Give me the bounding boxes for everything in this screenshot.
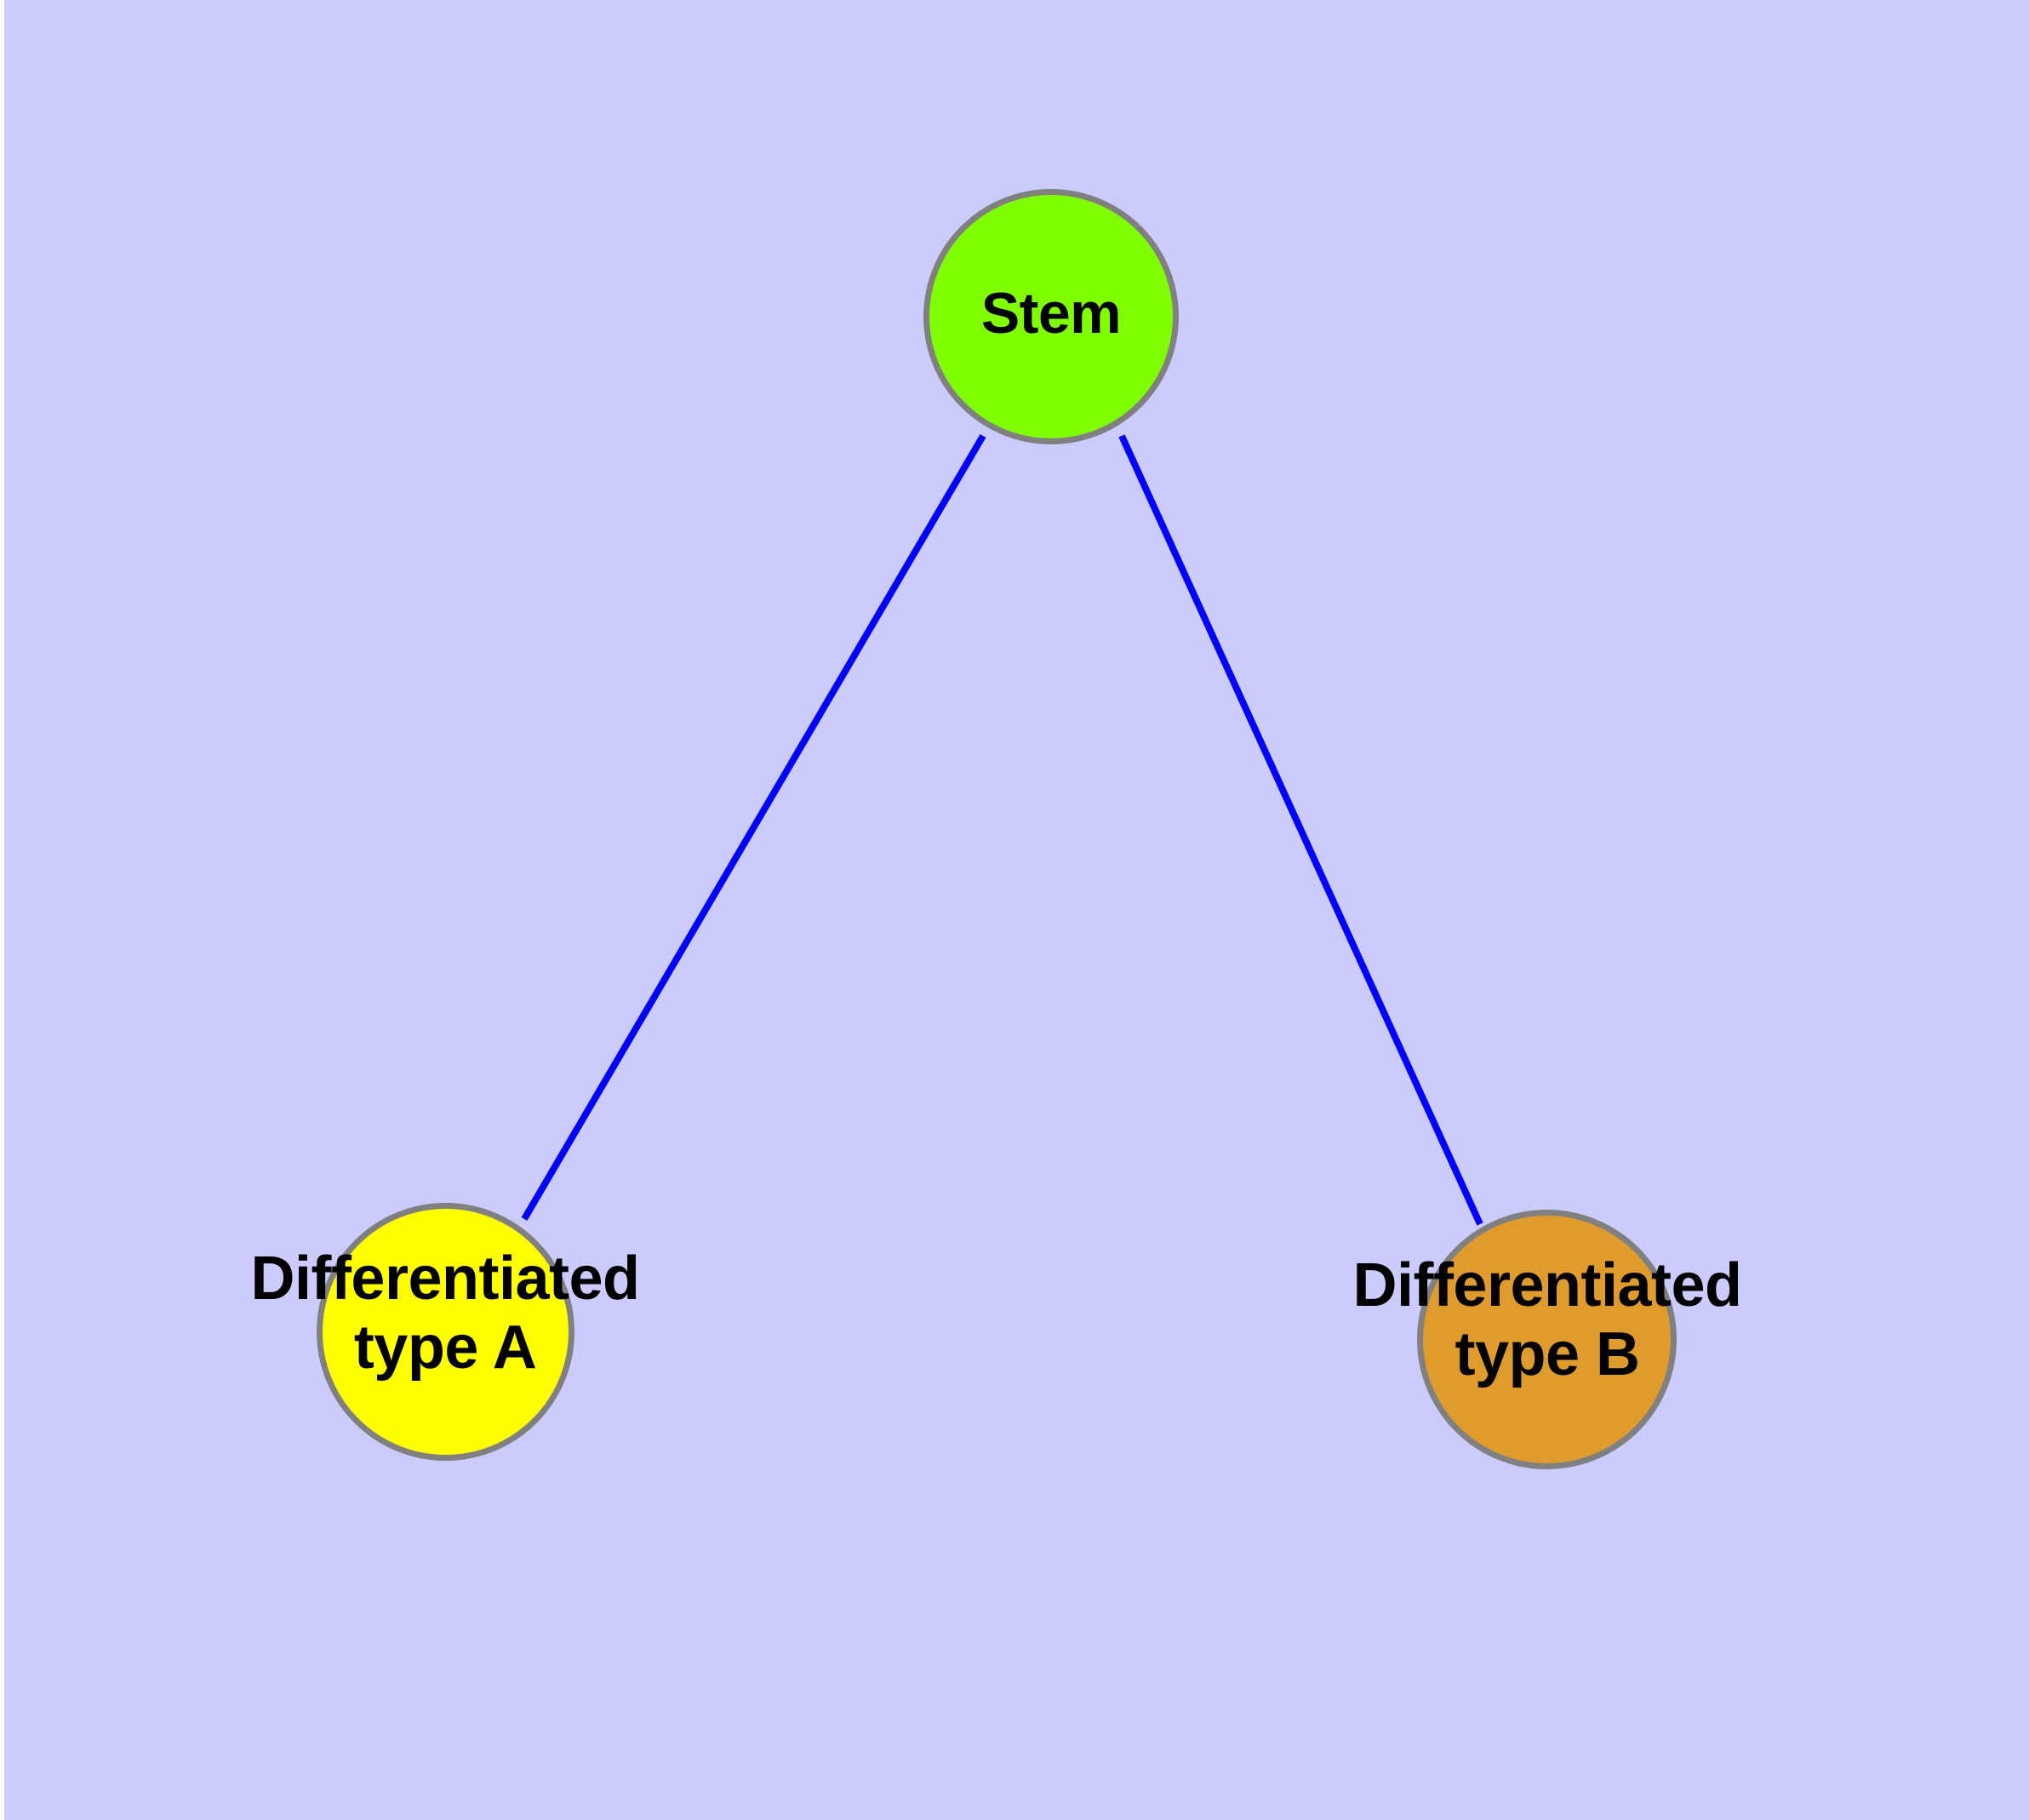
edge-stem-to-differentiated-type-b: [1118, 434, 1483, 1226]
node-differentiated-type-a[interactable]: [317, 1203, 574, 1461]
edge-stem-to-differentiated-type-a: [521, 433, 986, 1222]
node-stem[interactable]: [923, 189, 1179, 444]
node-differentiated-type-b[interactable]: [1417, 1210, 1677, 1469]
